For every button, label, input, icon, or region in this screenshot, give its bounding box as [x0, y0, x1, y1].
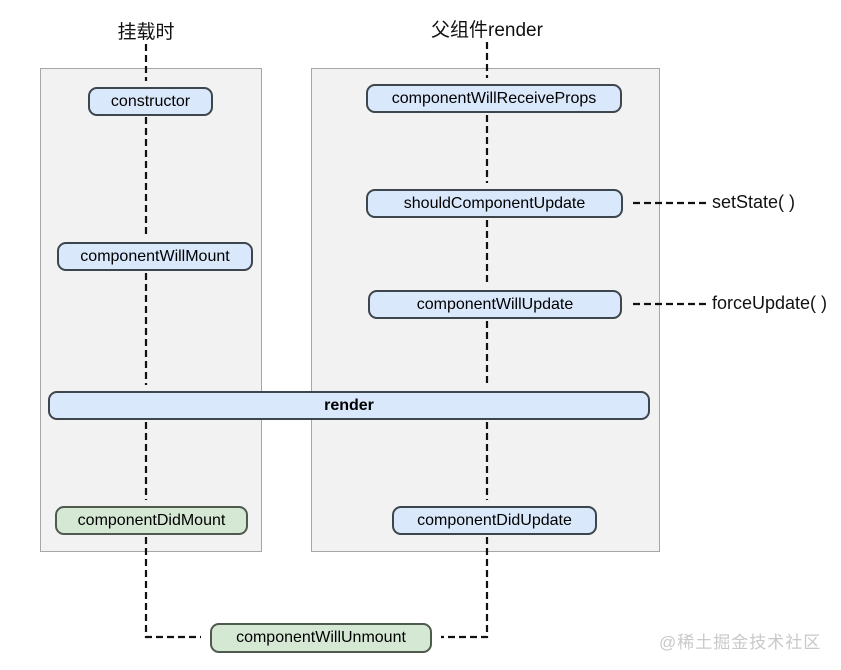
node-should-component-update: shouldComponentUpdate — [366, 189, 623, 218]
node-component-did-mount: componentDidMount — [55, 506, 248, 535]
set-state-label: setState( ) — [712, 192, 796, 212]
node-constructor: constructor — [88, 87, 213, 116]
node-component-did-update: componentDidUpdate — [392, 506, 597, 535]
parent-render-label: 父组件render — [431, 20, 543, 41]
watermark: @稀土掘金技术社区 — [659, 633, 822, 652]
mount-phase-panel — [40, 68, 262, 552]
node-component-will-unmount: componentWillUnmount — [210, 623, 432, 653]
mount-phase-label: 挂载时 — [117, 22, 175, 43]
node-component-will-mount: componentWillMount — [57, 242, 253, 271]
force-update-label: forceUpdate( ) — [712, 293, 828, 313]
node-component-will-receive-props: componentWillReceiveProps — [366, 84, 622, 113]
node-render: render — [48, 391, 650, 420]
node-component-will-update: componentWillUpdate — [368, 290, 622, 319]
